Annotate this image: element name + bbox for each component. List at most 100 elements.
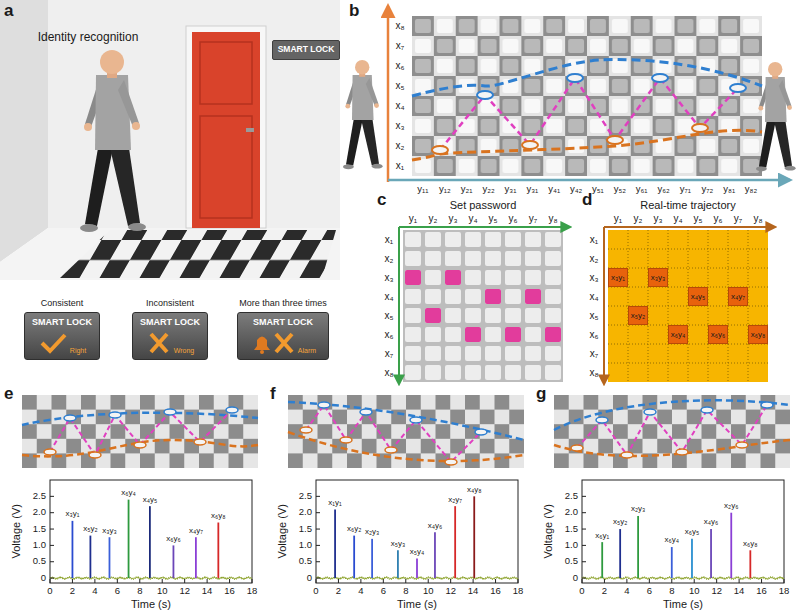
tick-label: 12 xyxy=(711,586,722,597)
tick-mark xyxy=(117,579,118,583)
footprints xyxy=(432,74,746,154)
voltage-peak xyxy=(397,550,399,578)
axis-title: Time (s) xyxy=(131,598,171,611)
voltage-peak xyxy=(90,536,92,579)
voltage-peak xyxy=(353,536,355,579)
axis-label: x₆ xyxy=(395,60,404,72)
axis-title: Time (s) xyxy=(397,598,437,611)
alarm-icon xyxy=(250,331,296,355)
tick-mark xyxy=(495,579,496,583)
axis-label: y₇₂ xyxy=(701,184,713,195)
check-icon xyxy=(38,331,68,355)
axis-label: y₇ xyxy=(734,213,742,225)
voltage-peak xyxy=(416,558,418,578)
tick-label: 18 xyxy=(513,586,524,597)
peak-label: x₅y₂ xyxy=(613,517,627,526)
tick-mark xyxy=(604,579,605,583)
trajectory-curve xyxy=(412,60,762,96)
axis-label: y₆ xyxy=(508,213,517,225)
lock-screen: SMART LOCKRight xyxy=(24,312,100,360)
tick-label: 0 xyxy=(307,573,312,584)
tick-mark xyxy=(582,496,586,497)
tick-mark xyxy=(316,579,317,583)
tick-label: 2.5 xyxy=(33,491,46,502)
voltage-peak xyxy=(371,539,373,578)
axis-label: x₃ xyxy=(384,272,393,284)
axis-arrow xyxy=(398,227,400,384)
room-scene xyxy=(0,0,340,280)
axis-label: x₈ xyxy=(589,367,598,379)
tick-label: 1.5 xyxy=(299,524,312,535)
panel-letter: a xyxy=(4,1,13,21)
voltage-peak xyxy=(601,542,603,578)
tick-label: 1.0 xyxy=(565,540,578,551)
axis-arrow xyxy=(388,179,790,182)
voltage-peak xyxy=(109,537,111,578)
axis-label: x₅ xyxy=(589,310,598,322)
cell-label: x₃y₃ xyxy=(651,274,666,282)
cell-label: x₄y₇ xyxy=(731,293,745,301)
door xyxy=(192,32,260,228)
axis-label: x₁ xyxy=(385,234,393,246)
plot-frame xyxy=(50,480,252,583)
tick-mark xyxy=(671,579,672,583)
voltage-peak xyxy=(434,532,436,578)
tick-label: 16 xyxy=(224,586,235,597)
sensor-grid xyxy=(412,16,762,176)
voltage-peak xyxy=(195,537,197,578)
tick-mark xyxy=(50,496,54,497)
password-grid xyxy=(399,227,570,384)
walking-person xyxy=(80,50,146,232)
cell-label: x₆y₄ xyxy=(671,331,686,339)
tick-label: 16 xyxy=(756,586,767,597)
axis-label: y₇ xyxy=(529,213,537,225)
tick-label: 14 xyxy=(734,586,745,597)
cell-label: x₆y₆ xyxy=(711,331,725,339)
tick-label: 8 xyxy=(137,586,142,597)
tick-mark xyxy=(316,512,320,513)
tick-label: 4 xyxy=(358,586,363,597)
axis-label: y₁₂ xyxy=(439,184,451,195)
tick-mark xyxy=(428,579,429,583)
noise-trace xyxy=(582,577,784,580)
axis-label: x₇ xyxy=(385,348,393,360)
tick-mark xyxy=(50,578,54,579)
trajectory-grid xyxy=(604,227,775,384)
tick-mark xyxy=(316,496,320,497)
tick-mark xyxy=(184,579,185,583)
tick-label: 0 xyxy=(47,586,52,597)
tick-label: 10 xyxy=(423,586,434,597)
tick-label: 2.0 xyxy=(33,507,46,518)
axis-label: y₅₁ xyxy=(592,184,604,195)
axis-label: x₂ xyxy=(385,253,394,265)
axis-label: x₁ xyxy=(396,160,404,172)
peak-label: x₄y₈ xyxy=(467,485,482,494)
noise-trace xyxy=(50,577,252,580)
voltage-peak xyxy=(710,529,712,578)
axis-label: x₄ xyxy=(395,100,404,112)
tick-label: 18 xyxy=(779,586,790,597)
peak-label: x₂y₇ xyxy=(448,495,462,504)
peak-label: x₂y₃ xyxy=(631,504,645,513)
peak-label: x₆y₆ xyxy=(166,534,180,543)
trajectory-cell: x₆y₈ xyxy=(748,325,768,344)
status-panel: ConsistentSMART LOCKRight xyxy=(24,298,100,360)
axis-label: x₄ xyxy=(589,291,598,303)
tick-label: 10 xyxy=(157,586,168,597)
tick-mark xyxy=(761,579,762,583)
tick-label: 0 xyxy=(41,573,46,584)
axis-label: y₆ xyxy=(713,213,722,225)
tick-mark xyxy=(94,579,95,583)
strip-g xyxy=(554,395,790,468)
sign-text: SMART LOCK xyxy=(278,45,335,55)
status-caption: Inconsistent xyxy=(146,298,194,309)
tick-mark xyxy=(383,579,384,583)
peak-label: x₅y₂ xyxy=(83,524,97,533)
tick-mark xyxy=(405,579,406,583)
tick-mark xyxy=(229,579,230,583)
walking-person xyxy=(343,60,383,169)
axis-title: Voltage (V) xyxy=(10,504,23,558)
axis-label: y₅ xyxy=(488,213,497,225)
tick-mark xyxy=(649,579,650,583)
